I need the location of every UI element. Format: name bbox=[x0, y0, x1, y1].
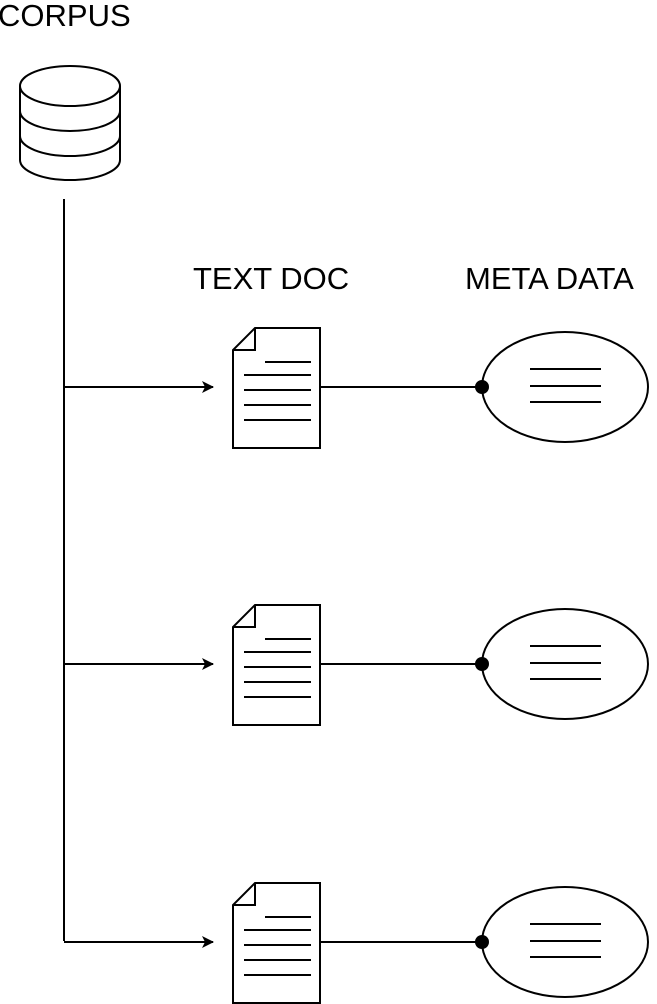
connector-dot bbox=[475, 380, 489, 394]
document-icon bbox=[232, 882, 321, 1004]
document-icon bbox=[232, 604, 321, 726]
metadata-ellipse-icon bbox=[481, 886, 649, 998]
document-fold bbox=[233, 328, 256, 351]
document-page bbox=[232, 327, 321, 449]
corpus-label: CORPUS bbox=[0, 0, 131, 33]
row-3 bbox=[64, 882, 649, 1004]
row-2 bbox=[64, 604, 649, 726]
meta-data-label: META DATA bbox=[465, 261, 634, 296]
metadata-ellipse-icon bbox=[481, 608, 649, 720]
connector-dot bbox=[475, 657, 489, 671]
database-icon bbox=[19, 65, 121, 181]
rows-layer bbox=[64, 327, 649, 1004]
row-1 bbox=[64, 327, 649, 449]
document-page bbox=[232, 882, 321, 1004]
document-fold bbox=[233, 883, 256, 906]
document-fold bbox=[233, 605, 256, 628]
metadata-ellipse-icon bbox=[481, 331, 649, 443]
document-icon bbox=[232, 327, 321, 449]
text-doc-label: TEXT DOC bbox=[193, 261, 349, 296]
connector-dot bbox=[475, 935, 489, 949]
document-page bbox=[232, 604, 321, 726]
